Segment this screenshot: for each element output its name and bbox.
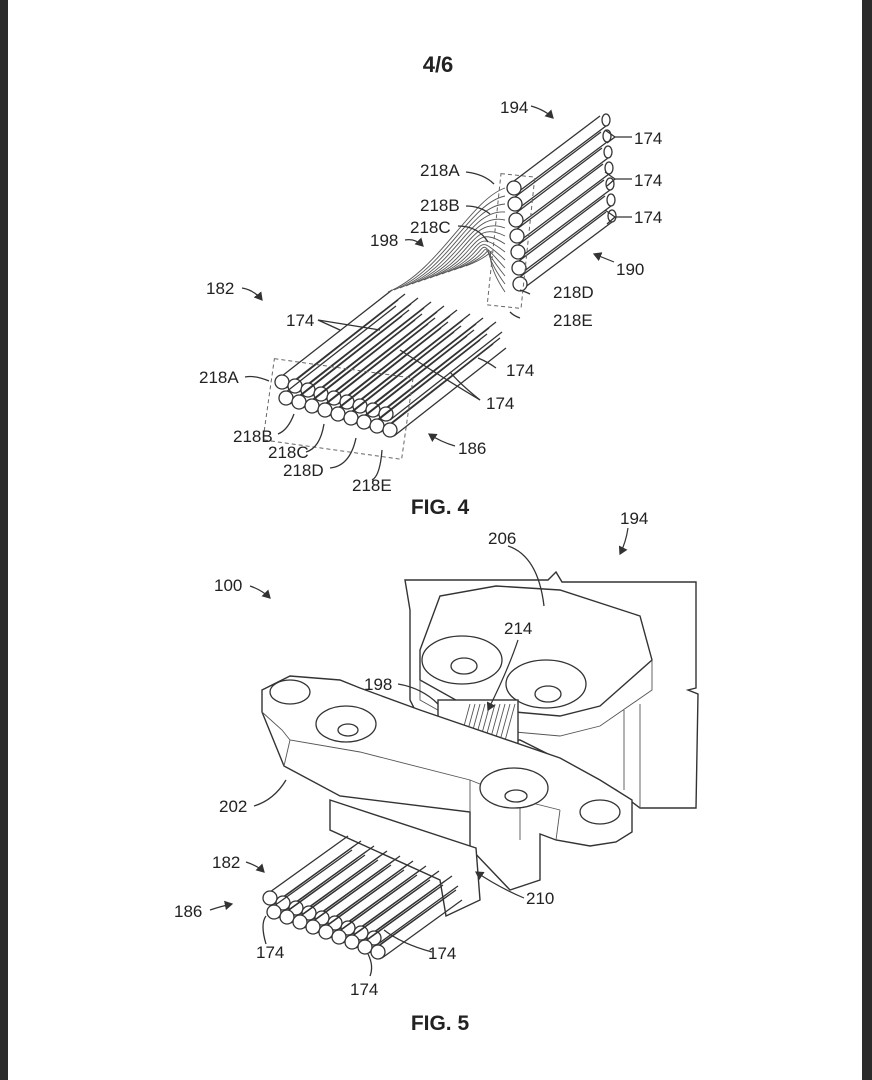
cable-strand [508, 145, 613, 228]
connector-210 [329, 799, 481, 918]
ref-202: 202 [219, 797, 247, 816]
ref-186: 186 [458, 439, 486, 458]
ref-198: 198 [364, 675, 392, 694]
ref-174: 174 [486, 394, 514, 413]
cable-bundle-186 [274, 289, 507, 438]
scan-border-left [0, 0, 8, 1080]
ref-218e: 218E [352, 476, 392, 495]
page-number: 4/6 [423, 52, 454, 77]
figure-5: 194 206 100 214 198 202 182 210 186 174 … [174, 509, 699, 1035]
cable-strand [511, 193, 616, 276]
ref-218d: 218D [553, 283, 594, 302]
clamp-hole-far-right [579, 799, 621, 825]
fig5-leader-lines [209, 527, 629, 977]
ref-174: 174 [634, 171, 662, 190]
ref-186: 186 [174, 902, 202, 921]
ref-218b: 218B [420, 196, 460, 215]
ref-182: 182 [206, 279, 234, 298]
cable-strand [506, 113, 611, 196]
ref-182: 182 [212, 853, 240, 872]
ref-206: 206 [488, 529, 516, 548]
figure-5-caption: FIG. 5 [411, 1012, 470, 1035]
ref-174: 174 [506, 361, 534, 380]
cable-stack-190 [506, 113, 617, 292]
ref-100: 100 [214, 576, 242, 595]
ref-218c: 218C [410, 218, 451, 237]
fig4-leader-lines [241, 105, 632, 481]
cable-strand [510, 177, 615, 260]
ref-214: 214 [504, 619, 532, 638]
ref-174: 174 [350, 980, 378, 999]
ref-194: 194 [620, 509, 648, 528]
cable-strand [509, 161, 614, 244]
figure-4-caption: FIG. 4 [411, 496, 470, 519]
cable-strand [366, 875, 459, 946]
transition-region-198 [387, 187, 506, 293]
ref-218a: 218A [199, 368, 239, 387]
ref-218b: 218B [233, 427, 273, 446]
ref-174: 174 [256, 943, 284, 962]
ref-198: 198 [370, 231, 398, 250]
cable-strand [370, 889, 463, 960]
scan-border-right [862, 0, 872, 1080]
mount-hole-upper-right [505, 659, 587, 709]
ref-218a: 218A [420, 161, 460, 180]
ref-174: 174 [428, 944, 456, 963]
left-end-outline [262, 358, 414, 460]
cable-bundle-182 [262, 835, 463, 960]
ref-218d: 218D [283, 461, 324, 480]
cable-strand [507, 129, 612, 212]
cable-strand [274, 289, 399, 390]
clamp-hole-left [269, 679, 311, 705]
ref-174: 174 [286, 311, 314, 330]
figure-4: 194 174 174 174 218A 218B 218C 198 190 1… [199, 98, 662, 519]
ref-174: 174 [634, 129, 662, 148]
clamp-hole-right [479, 767, 549, 809]
ref-218e: 218E [553, 311, 593, 330]
ref-210: 210 [526, 889, 554, 908]
ref-190: 190 [616, 260, 644, 279]
right-end-outline [486, 173, 536, 309]
ref-218c: 218C [268, 443, 309, 462]
ref-174: 174 [634, 208, 662, 227]
ref-194: 194 [500, 98, 528, 117]
